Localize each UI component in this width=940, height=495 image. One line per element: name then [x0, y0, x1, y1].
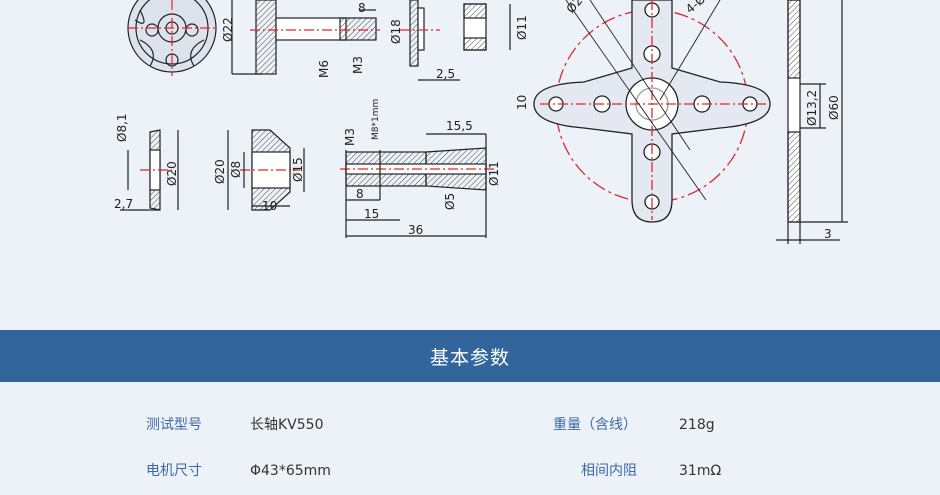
radial-hub-part [127, 0, 217, 76]
dim-d5: Ø5 [443, 193, 457, 210]
dim-10-side: 10 [515, 95, 529, 110]
dim-d11-mid: Ø11 [487, 161, 501, 186]
param-label: 测试型号 [146, 417, 202, 433]
dim-3: 3 [824, 227, 832, 241]
dim-d15: Ø15 [291, 157, 305, 182]
param-label: 电机尺寸 [146, 463, 202, 479]
param-row: 电机尺寸 Φ43*65mm 相间内阻 31mΩ [0, 459, 940, 483]
dim-m6: M6 [317, 60, 331, 78]
param-label: 相间内阻 [581, 463, 637, 479]
side-profile-plate [776, 0, 848, 244]
cross-mount-plate [533, 0, 771, 223]
param-row: 测试型号 长轴KV550 重量（含线） 218g [0, 413, 940, 437]
cone-adapter-part [227, 129, 305, 211]
dim-d20-b: Ø20 [213, 159, 227, 184]
dim-8: 8 [356, 187, 364, 201]
param-value: 31mΩ [679, 463, 722, 479]
dim-d20-a: Ø20 [165, 161, 179, 186]
dim-m3-top: M3 [351, 56, 365, 74]
dim-10-b: 10 [262, 199, 277, 213]
dim-15: 15 [364, 207, 379, 221]
dim-m3: M3 [343, 128, 357, 146]
long-shaft-part [340, 133, 494, 238]
dim-2-7: 2,7 [114, 197, 133, 211]
washer-part [120, 129, 179, 211]
flange-part [400, 0, 460, 81]
section-title: 基本参数 [429, 346, 510, 369]
dim-2-5: 2,5 [436, 67, 455, 81]
param-value: 长轴KV550 [250, 417, 324, 433]
param-value: Φ43*65mm [250, 463, 331, 479]
dim-m8x1: M8*1mm [371, 99, 381, 140]
top-shaft-part [231, 0, 380, 75]
dim-d60: Ø60 [827, 95, 841, 120]
dim-d8-1: Ø8,1 [115, 113, 129, 142]
dim-8-top: 8 [358, 1, 366, 15]
nut-part [463, 3, 511, 51]
dim-d25: Ø25 [564, 0, 591, 16]
dim-d22: Ø22 [221, 17, 235, 42]
dim-d13-2: Ø13,2 [805, 90, 819, 126]
dim-d11-top: Ø11 [515, 15, 529, 40]
dim-15-5: 15,5 [446, 119, 473, 133]
technical-drawing: Ø22 M6 M3 8 Ø18 2,5 Ø11 Ø25 4 [114, 0, 848, 244]
param-value: 218g [679, 417, 715, 433]
param-label: 重量（含线） [553, 417, 637, 433]
dim-d8: Ø8 [229, 161, 243, 178]
dim-36: 36 [408, 223, 423, 237]
section-banner: 基本参数 [0, 330, 940, 382]
dim-d18: Ø18 [389, 19, 403, 44]
params-table: 测试型号 长轴KV550 重量（含线） 218g 电机尺寸 Φ43*65mm 相… [0, 382, 940, 495]
dim-4-d3: 4-Ø3 [683, 0, 714, 16]
